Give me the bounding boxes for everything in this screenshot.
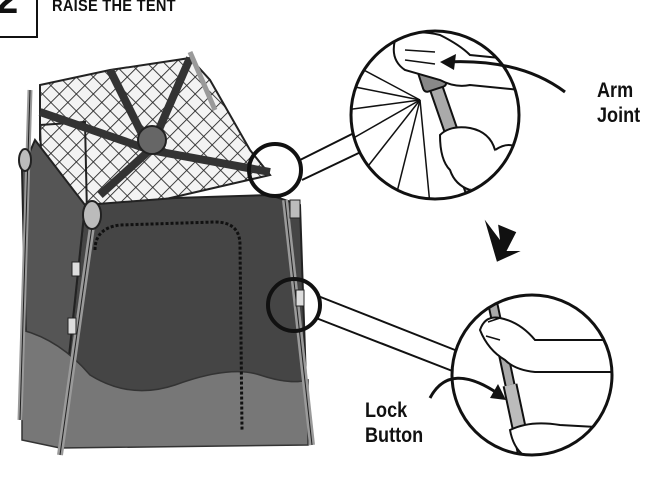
label-lock-button-line2: Button bbox=[365, 424, 424, 447]
sequence-down-arrow bbox=[484, 219, 521, 262]
arrow-arm-joint bbox=[444, 60, 566, 94]
step-title: RAISE THE TENT bbox=[52, 0, 176, 15]
highlight-ring-arm-joint bbox=[247, 142, 303, 198]
tent-pole-back-right bbox=[187, 51, 218, 111]
label-lock-button-line1: Lock bbox=[365, 399, 408, 422]
highlight-ring-lock-button bbox=[266, 277, 322, 333]
step-number-box: 2 bbox=[0, 0, 38, 38]
label-lock-button: Lock Button bbox=[365, 398, 423, 448]
detail-circle-arm-joint bbox=[349, 29, 521, 201]
tent bbox=[17, 51, 315, 456]
connector-lines bbox=[299, 129, 456, 373]
label-arm-joint-line1: Arm bbox=[597, 79, 634, 102]
tent-door-zipper bbox=[93, 220, 244, 431]
tent-roof-hub bbox=[137, 125, 167, 155]
step-number: 2 bbox=[0, 0, 19, 22]
arrow-lock-button bbox=[428, 376, 501, 399]
label-arm-joint-line2: Joint bbox=[597, 104, 641, 127]
label-arm-joint: Arm Joint bbox=[597, 78, 640, 128]
detail-circle-lock-button bbox=[450, 293, 614, 457]
